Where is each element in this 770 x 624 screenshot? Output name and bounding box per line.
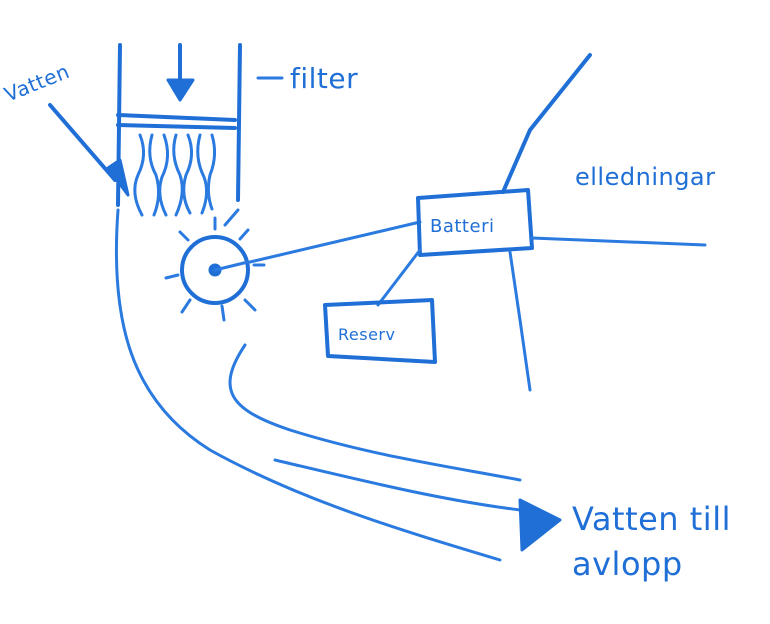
filter-label: filter <box>290 62 358 95</box>
pipe <box>114 208 522 562</box>
reserve-box: Reserv <box>323 298 437 364</box>
water-out-label-line1: Vatten till <box>572 500 731 538</box>
filter-callout: filter <box>256 62 358 95</box>
wire-turbine-battery <box>248 220 422 264</box>
water-out-label-line2: avlopp <box>572 545 683 583</box>
turbine <box>164 216 266 322</box>
battery-box: Batteri <box>416 188 534 257</box>
battery-label: Batteri <box>430 216 494 237</box>
battery-wires <box>376 53 707 392</box>
water-inlet-arrow <box>48 103 130 197</box>
water-in-label: Vatten <box>1 59 73 107</box>
power-lines-label: elledningar <box>575 163 716 191</box>
filter-fibers <box>133 133 217 217</box>
flow-down-arrow <box>166 43 195 102</box>
water-outlet-arrow <box>518 498 562 552</box>
reserve-label: Reserv <box>338 325 395 344</box>
